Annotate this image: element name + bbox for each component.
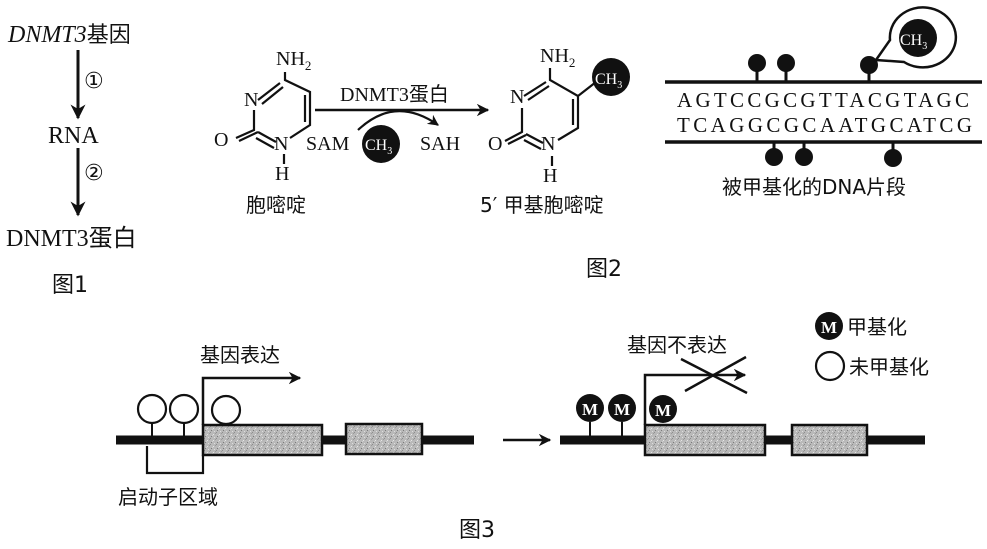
cytosine-n1: N xyxy=(274,133,288,155)
figure-2-dna-fragment: AGTCCGCGTTACGTAGC TCAGGCGCAATGCATCG CH3 … xyxy=(665,6,982,199)
legend-marker-label: M xyxy=(821,318,837,337)
product-o: O xyxy=(488,133,502,155)
step-2-label: ② xyxy=(84,161,104,186)
sah-label: SAH xyxy=(420,133,460,155)
methyl-dot xyxy=(860,56,878,74)
methyl-marker-label: M xyxy=(582,400,598,419)
methyl-group-sam xyxy=(362,125,400,163)
methyl-dot xyxy=(884,149,902,167)
callout-ch3: CH3 xyxy=(900,32,927,52)
methyl-group-product xyxy=(592,58,630,96)
product-h: H xyxy=(543,165,557,187)
methyl-marker-label: M xyxy=(655,401,671,420)
no-expression-label: 基因不表达 xyxy=(627,333,727,357)
promoter-bracket xyxy=(145,446,205,475)
sam-label: SAM xyxy=(306,133,350,155)
legend-methylated-label: 甲基化 xyxy=(847,315,907,339)
figure-3-methylated: M M M 基因不表达 xyxy=(560,333,925,457)
step-1-label: ① xyxy=(84,69,104,94)
rna-label: RNA xyxy=(48,123,99,149)
product-n1: N xyxy=(541,133,555,155)
legend-methylated-symbol xyxy=(815,312,843,340)
methylcytosine-bonds xyxy=(504,68,597,166)
cytosine-name: 胞嘧啶 xyxy=(246,193,306,217)
product-n3: N xyxy=(510,86,524,108)
unmethylated-site xyxy=(210,394,242,426)
sam-to-sah-arrow xyxy=(357,110,439,131)
exon-1-left xyxy=(201,423,324,457)
figure-1: DNMT3基因 ① RNA ② DNMT3蛋白 图1 xyxy=(6,22,137,298)
cytosine-structure: NH2 N O N H 胞嘧啶 xyxy=(214,48,311,217)
promoter-label: 启动子区域 xyxy=(118,485,218,509)
ch3-callout: CH3 xyxy=(873,6,958,69)
methyl-dot xyxy=(748,54,766,72)
methylcytosine-name: 5′ 甲基胞嘧啶 xyxy=(480,193,604,217)
exon-1-right xyxy=(643,423,767,457)
methyl-dot xyxy=(777,54,795,72)
protein-label: DNMT3蛋白 xyxy=(6,225,137,252)
methyl-marker-label: M xyxy=(614,400,630,419)
cytosine-bonds xyxy=(235,72,312,164)
product-ch3: CH3 xyxy=(595,71,622,91)
expression-arrow xyxy=(201,371,302,425)
sam-ch3: CH3 xyxy=(365,137,392,157)
exon-2-right xyxy=(790,423,869,457)
gene-expression-label: 基因表达 xyxy=(200,343,280,367)
exon-2-left xyxy=(344,422,424,456)
dna-fragment-caption: 被甲基化的DNA片段 xyxy=(722,175,906,199)
product-nh2: NH2 xyxy=(540,45,575,70)
figure-3-caption: 图3 xyxy=(459,518,495,543)
methylated-site xyxy=(576,394,604,422)
legend-unmethylated-label: 未甲基化 xyxy=(849,355,929,379)
unmethylated-site xyxy=(136,393,168,425)
cytosine-n3: N xyxy=(244,89,258,111)
methylated-site xyxy=(608,394,636,422)
methyl-dot xyxy=(765,148,783,166)
figure-2-reaction: NH2 N O N H 胞嘧啶 DNMT3蛋白 SAM CH3 SAH NH2 … xyxy=(214,45,630,217)
cytosine-nh2: NH2 xyxy=(276,48,311,73)
dna-top-strand: AGTCCGCGTTACGTAGC xyxy=(677,88,969,112)
figure-2-caption: 图2 xyxy=(586,257,622,282)
methylated-site xyxy=(649,395,677,423)
gene-label: DNMT3基因 xyxy=(7,22,131,48)
enzyme-label: DNMT3蛋白 xyxy=(340,83,449,106)
unmethylated-site xyxy=(168,393,200,425)
methyl-dot xyxy=(795,148,813,166)
bottom-methyl-marks xyxy=(765,142,902,167)
block-cross-line xyxy=(684,355,747,393)
dna-bottom-strand: TCAGGCGCAATGCATCG xyxy=(677,113,972,137)
methylcytosine-structure: NH2 N O N H CH3 5′ 甲基胞嘧啶 xyxy=(480,45,630,217)
top-methyl-marks xyxy=(748,54,878,82)
figure-3-unmethylated: 基因表达 启动子区域 xyxy=(116,343,474,509)
cytosine-h: H xyxy=(275,163,289,185)
cytosine-o: O xyxy=(214,129,228,151)
figure-3-legend: M 甲基化 未甲基化 xyxy=(814,312,929,382)
figure-1-caption: 图1 xyxy=(52,273,88,298)
legend-unmethylated-symbol xyxy=(814,350,846,382)
